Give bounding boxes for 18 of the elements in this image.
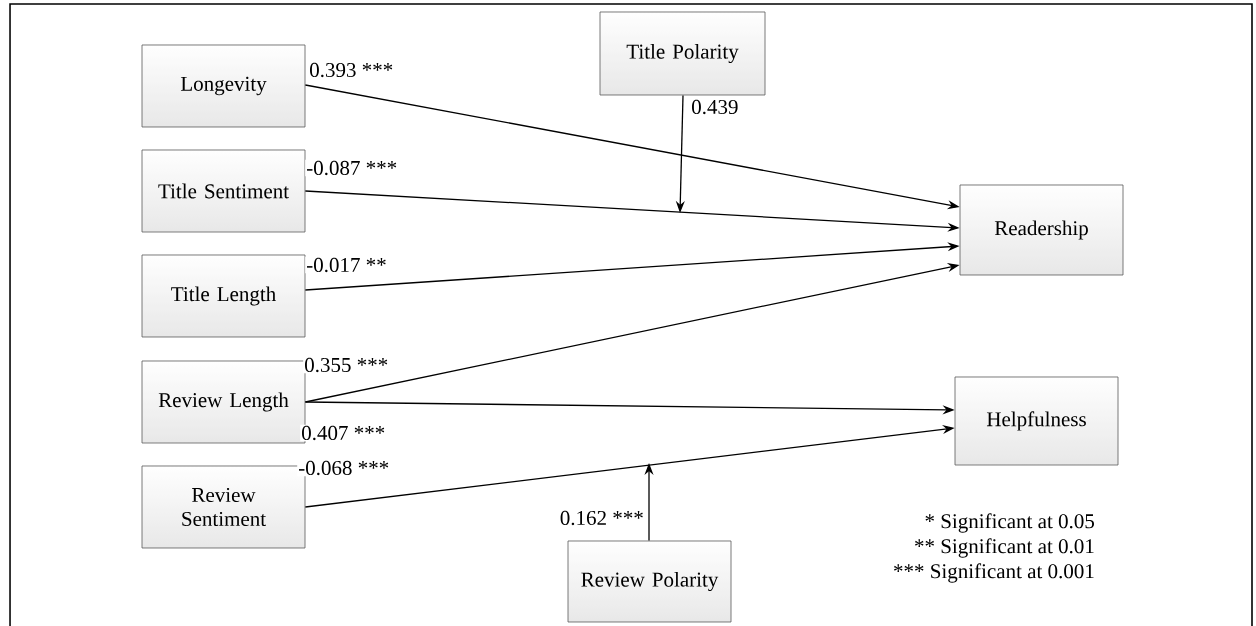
edge-label: 0.407 *** <box>300 424 387 442</box>
variable-box: Title Polarity <box>599 11 766 96</box>
variable-box: Readership <box>959 184 1124 276</box>
edge-label: 0.393 *** <box>308 61 395 79</box>
variable-box: Title Sentiment <box>141 149 306 233</box>
edge-label: 0.439 <box>690 98 740 116</box>
legend-note: *** Significant at 0.001 <box>894 563 1094 583</box>
edge-label: -0.068 *** <box>297 459 391 477</box>
edge-label: -0.087 *** <box>305 159 399 177</box>
edge-label: 0.162 *** <box>558 509 645 527</box>
legend-note: * Significant at 0.05 <box>925 513 1094 533</box>
variable-box: Title Length <box>141 254 306 338</box>
edge-label: 0.355 *** <box>303 356 390 374</box>
variable-box: Longevity <box>141 44 306 128</box>
edge-label: -0.017 ** <box>305 256 388 274</box>
variable-box: Review Polarity <box>567 540 732 623</box>
variable-box: Helpfulness <box>954 376 1119 466</box>
legend-note: ** Significant at 0.01 <box>915 538 1094 558</box>
